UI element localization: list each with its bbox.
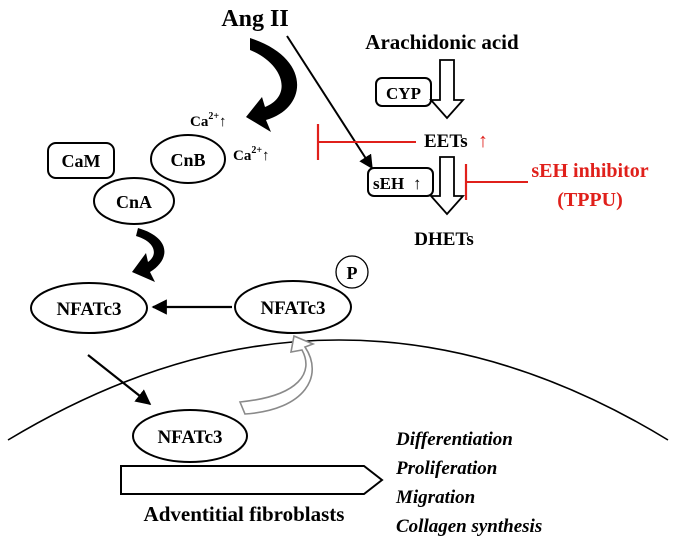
svg-text:Ca2+↑: Ca2+↑: [233, 145, 270, 164]
arachidonic-to-eets-arrow: [428, 59, 466, 120]
svg-text:CaM: CaM: [62, 151, 101, 171]
nfatc3-dephosphorylated: NFATc3: [30, 282, 148, 334]
cell-membrane: [7, 339, 669, 441]
svg-text:NFATc3: NFATc3: [157, 427, 222, 448]
eets-node: EETs ↑: [424, 130, 488, 152]
ang-ii-label: Ang II: [221, 6, 288, 32]
nuclear-export-arrow: [238, 334, 316, 415]
calcium-label-top: Ca2+↑: [190, 111, 227, 130]
svg-text:↑: ↑: [413, 174, 422, 193]
outcome-differentiation: Differentiation: [395, 429, 513, 450]
cam-box: CaM: [47, 142, 115, 179]
tppu-label: (TPPU): [557, 189, 623, 211]
svg-text:sEH: sEH: [373, 174, 404, 193]
cnb-oval: CnB: [150, 134, 226, 184]
cyp-box: CYP: [375, 77, 432, 107]
outcome-migration: Migration: [395, 487, 475, 508]
svg-text:NFATc3: NFATc3: [56, 299, 121, 320]
nfatc3-phosphorylated: NFATc3: [234, 280, 352, 334]
arachidonic-acid-label: Arachidonic acid: [365, 30, 519, 54]
cna-oval: CnA: [93, 177, 175, 225]
svg-text:Ca2+↑: Ca2+↑: [190, 111, 227, 130]
dhets-label: DHETs: [414, 229, 474, 250]
nfatc3-nuclear: NFATc3: [132, 409, 248, 463]
calcium-label-bottom: Ca2+↑: [233, 145, 270, 164]
svg-text:CYP: CYP: [386, 84, 421, 103]
svg-text:CnB: CnB: [170, 150, 205, 170]
svg-text:EETs: EETs: [424, 131, 468, 152]
seh-box: sEH ↑: [367, 167, 434, 197]
outcome-collagen-synthesis: Collagen synthesis: [396, 516, 542, 537]
ang-ii-to-calcium-arrow: [246, 38, 298, 132]
adventitial-fibroblasts-label: Adventitial fibroblasts: [144, 502, 345, 526]
svg-text:↑: ↑: [478, 130, 488, 152]
seh-inhibitor-label: sEH inhibitor: [531, 160, 648, 182]
ang-ii-to-seh-arrow: [286, 35, 373, 170]
cna-to-nfatc3-arrow: [132, 228, 165, 282]
svg-text:CnA: CnA: [116, 192, 152, 212]
gene-promoter-arrow: [120, 465, 384, 495]
svg-text:P: P: [347, 263, 358, 283]
phosphate-circle: P: [335, 255, 369, 289]
svg-text:NFATc3: NFATc3: [260, 298, 325, 319]
outcome-proliferation: Proliferation: [395, 458, 497, 479]
eets-to-dhets-arrow: [428, 156, 466, 216]
nuclear-translocation-arrow: [87, 354, 152, 405]
